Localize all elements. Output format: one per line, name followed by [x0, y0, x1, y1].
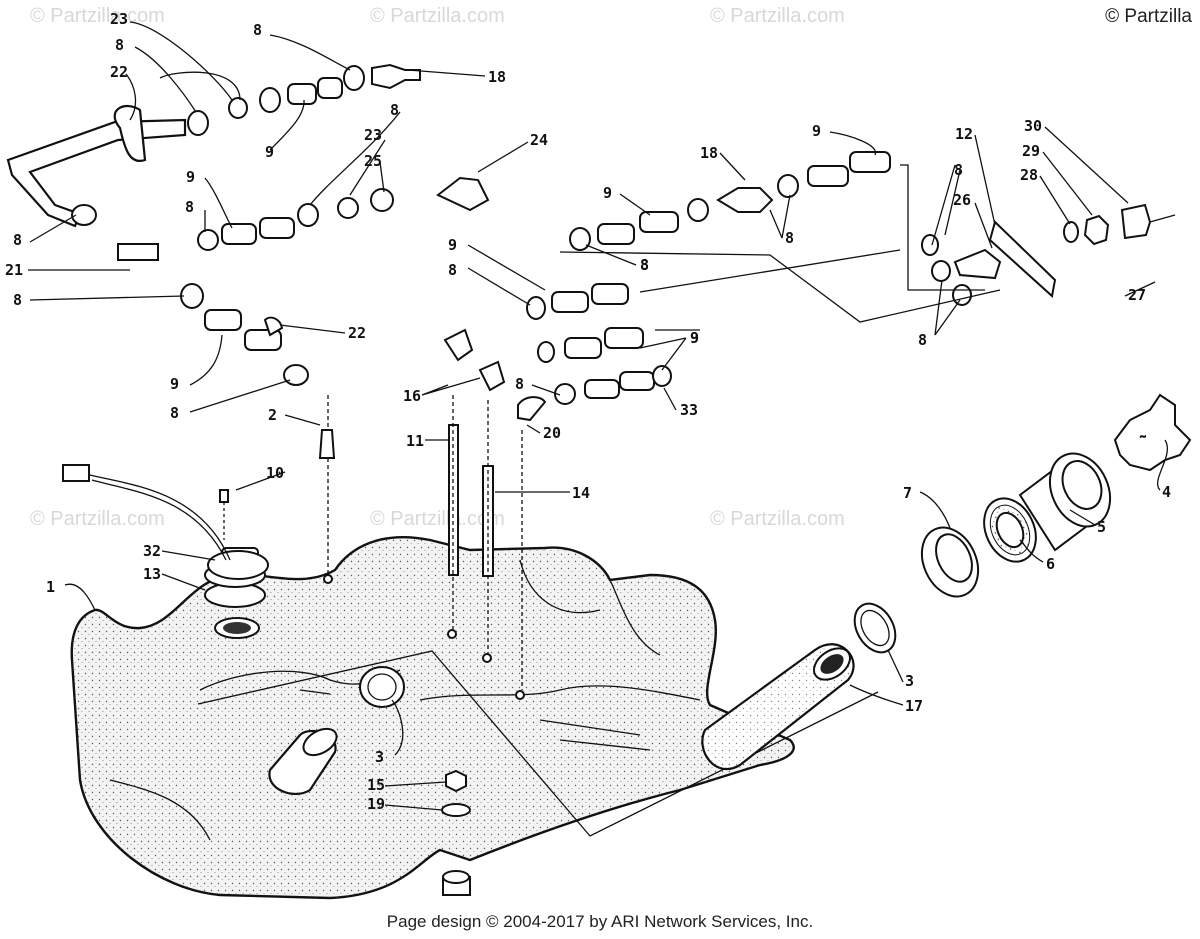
- callout-22: 22: [348, 324, 366, 342]
- callout-26: 26: [953, 191, 971, 209]
- callouts: 1 2 3 3 4 5 6 7 8 8 8 8 8 8 8 8 8 8 8 8 …: [5, 10, 1171, 813]
- callout-14: 14: [572, 484, 590, 502]
- watermark: © Partzilla.com: [710, 5, 845, 27]
- svg-text:~: ~: [1140, 432, 1146, 443]
- callout-8: 8: [640, 256, 649, 274]
- callout-1: 1: [46, 578, 55, 596]
- callout-15: 15: [367, 776, 385, 794]
- watermark: © Partzilla.com: [30, 5, 165, 27]
- callout-8: 8: [640, 256, 649, 274]
- callout-8: 8: [115, 36, 124, 54]
- callout-6: 6: [1046, 555, 1055, 573]
- callout-9: 9: [186, 168, 195, 186]
- callout-8: 8: [390, 101, 399, 119]
- fuel-tank: [70, 535, 795, 900]
- callout-24: 24: [530, 131, 548, 149]
- watermarks: © Partzilla.com © Partzilla.com © Partzi…: [30, 5, 845, 530]
- callout-18: 18: [700, 144, 718, 162]
- callout-18: 18: [488, 68, 506, 86]
- watermark: © Partzilla.com: [30, 508, 165, 530]
- callout-9: 9: [265, 143, 274, 161]
- callout-11: 11: [406, 432, 424, 450]
- leader-lines: [28, 21, 1168, 811]
- callout-33: 33: [680, 401, 698, 419]
- callout-9: 9: [170, 375, 179, 393]
- hose-clamp: [359, 666, 405, 708]
- callout-22: 22: [110, 63, 128, 81]
- callout-3: 3: [905, 672, 914, 690]
- callout-5: 5: [1097, 518, 1106, 536]
- callout-9: 9: [603, 184, 612, 202]
- copyright-notice: © Partzilla: [1105, 6, 1192, 27]
- callout-32: 32: [143, 542, 161, 560]
- callout-29: 29: [1022, 142, 1040, 160]
- filler-assembly: ~: [701, 393, 1192, 771]
- callout-8: 8: [170, 404, 179, 422]
- callout-27: 27: [1128, 286, 1146, 304]
- callout-8: 8: [13, 291, 22, 309]
- callout-17: 17: [905, 697, 923, 715]
- callout-8: 8: [918, 331, 927, 349]
- footer-credit: Page design © 2004-2017 by ARI Network S…: [386, 912, 814, 931]
- callout-21: 21: [5, 261, 23, 279]
- callout-28: 28: [1020, 166, 1038, 184]
- callout-23: 23: [110, 10, 128, 28]
- callout-9: 9: [812, 122, 821, 140]
- callout-8: 8: [185, 198, 194, 216]
- callout-8: 8: [253, 21, 262, 39]
- watermark: © Partzilla.com: [370, 508, 505, 530]
- callout-8: 8: [954, 161, 963, 179]
- callout-3: 3: [375, 748, 384, 766]
- watermark: © Partzilla.com: [370, 5, 505, 27]
- callout-23: 23: [364, 126, 382, 144]
- fuel-line-left: [6, 63, 490, 386]
- callout-8: 8: [515, 375, 524, 393]
- callout-19: 19: [367, 795, 385, 813]
- callout-13: 13: [143, 565, 161, 583]
- fuel-line-right: [526, 151, 1176, 405]
- callout-30: 30: [1024, 117, 1042, 135]
- callout-16: 16: [403, 387, 421, 405]
- callout-9: 9: [690, 329, 699, 347]
- callout-9: 9: [690, 329, 699, 347]
- callout-7: 7: [903, 484, 912, 502]
- fuel-pump-assembly: [62, 464, 269, 608]
- callout-2: 2: [268, 406, 277, 424]
- callout-12: 12: [955, 125, 973, 143]
- callout-8: 8: [785, 229, 794, 247]
- callout-8: 8: [13, 231, 22, 249]
- callout-20: 20: [543, 424, 561, 442]
- watermark: © Partzilla.com: [710, 508, 845, 530]
- callout-4: 4: [1162, 483, 1171, 501]
- callout-25: 25: [364, 152, 382, 170]
- callout-8: 8: [448, 261, 457, 279]
- callout-9: 9: [448, 236, 457, 254]
